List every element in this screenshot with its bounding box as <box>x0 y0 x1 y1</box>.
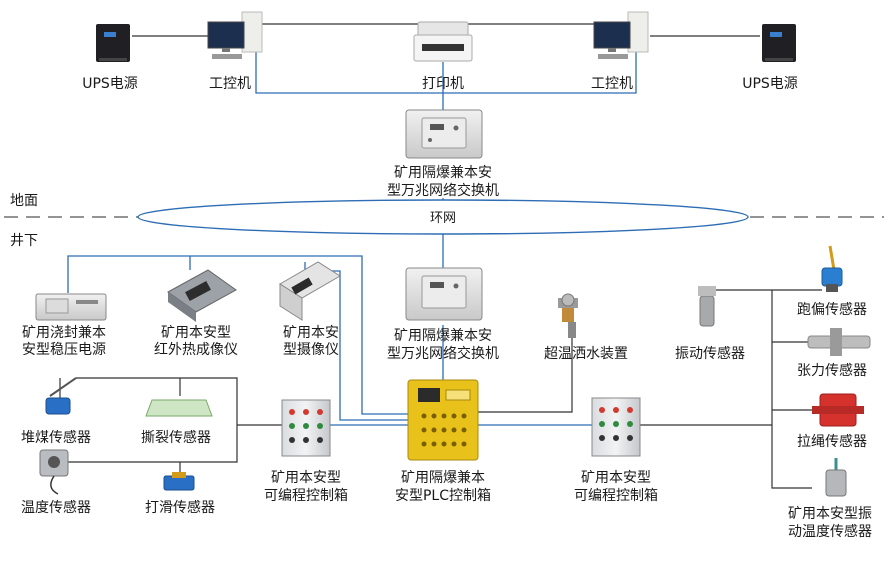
tension-icon <box>807 328 871 356</box>
label-vibtemp-2: 动温度传感器 <box>788 523 872 540</box>
label-pullcord: 拉绳传感器 <box>797 433 867 450</box>
pc-right-icon <box>593 11 649 59</box>
label-tension: 张力传感器 <box>797 362 867 379</box>
vib-temp-icon <box>825 458 847 497</box>
sprinkler-icon <box>558 293 578 338</box>
deviation-icon <box>821 245 843 292</box>
label-pc-left: 工控机 <box>209 76 251 92</box>
ups-right-icon <box>762 24 796 62</box>
label-camera-1: 矿用本安 <box>283 325 339 341</box>
label-regulator-1: 矿用浇封兼本 <box>22 325 106 341</box>
label-plc-right-2: 可编程控制箱 <box>574 488 658 504</box>
label-ups-left: UPS电源 <box>82 76 138 92</box>
ups-left-icon <box>96 24 130 62</box>
label-switch-bottom-2: 型万兆网络交换机 <box>387 345 499 362</box>
switch-bottom-icon <box>405 267 483 321</box>
slip-sensor-icon <box>163 472 195 491</box>
label-coal: 堆煤传感器 <box>21 429 91 446</box>
plc-main-icon <box>407 379 479 461</box>
label-ring: 环网 <box>430 211 456 226</box>
infrared-icon <box>167 269 237 322</box>
pc-left-icon <box>207 11 263 59</box>
label-switch-bottom-1: 矿用隔爆兼本安 <box>394 328 492 344</box>
regulator-icon <box>35 293 107 321</box>
line-camera <box>304 262 408 421</box>
label-switch-top-2: 型万兆网络交换机 <box>387 182 499 199</box>
label-infrared-2: 红外热成像仪 <box>154 342 238 358</box>
label-camera-2: 型摄像仪 <box>283 342 339 358</box>
label-plc-left-1: 矿用本安型 <box>271 470 341 486</box>
label-ground: 地面 <box>10 193 38 209</box>
coal-sensor-icon <box>45 377 77 415</box>
plc-right-icon <box>591 397 641 457</box>
label-ups-right: UPS电源 <box>742 76 798 92</box>
line-sprinkler <box>478 338 573 413</box>
labels: UPS电源 工控机 打印机 工控机 UPS电源 矿用隔爆兼本安 型万兆网络交换机… <box>10 75 872 540</box>
plc-left-icon <box>281 399 331 457</box>
label-vibration: 振动传感器 <box>675 345 745 362</box>
tear-sensor-icon <box>145 399 213 417</box>
pullcord-icon <box>812 393 864 427</box>
line-left-sensors <box>66 377 238 463</box>
label-plc-main-1: 矿用隔爆兼本 <box>401 470 485 486</box>
label-pc-right: 工控机 <box>591 76 633 92</box>
switch-top-icon <box>405 109 483 159</box>
label-vibtemp-1: 矿用本安型振 <box>788 506 872 522</box>
label-underground: 井下 <box>10 233 38 249</box>
label-plc-left-2: 可编程控制箱 <box>264 488 348 504</box>
line-top-bus <box>255 50 637 94</box>
vibration-icon <box>698 286 716 327</box>
label-switch-top-1: 矿用隔爆兼本安 <box>394 165 492 181</box>
label-printer: 打印机 <box>422 75 464 92</box>
printer-icon <box>413 21 473 62</box>
line-regulator <box>67 255 408 415</box>
label-slip: 打滑传感器 <box>145 499 215 516</box>
label-regulator-2: 安型稳压电源 <box>22 342 106 358</box>
label-temp: 温度传感器 <box>21 499 91 516</box>
label-plc-main-2: 安型PLC控制箱 <box>395 488 491 504</box>
label-tear: 撕裂传感器 <box>141 429 211 446</box>
label-infrared-1: 矿用本安型 <box>161 325 231 341</box>
label-sprinkler: 超温洒水装置 <box>544 346 628 362</box>
label-deviation: 跑偏传感器 <box>797 301 867 318</box>
label-plc-right-1: 矿用本安型 <box>581 470 651 486</box>
camera-icon <box>279 261 341 321</box>
temp-sensor-icon <box>39 449 69 495</box>
